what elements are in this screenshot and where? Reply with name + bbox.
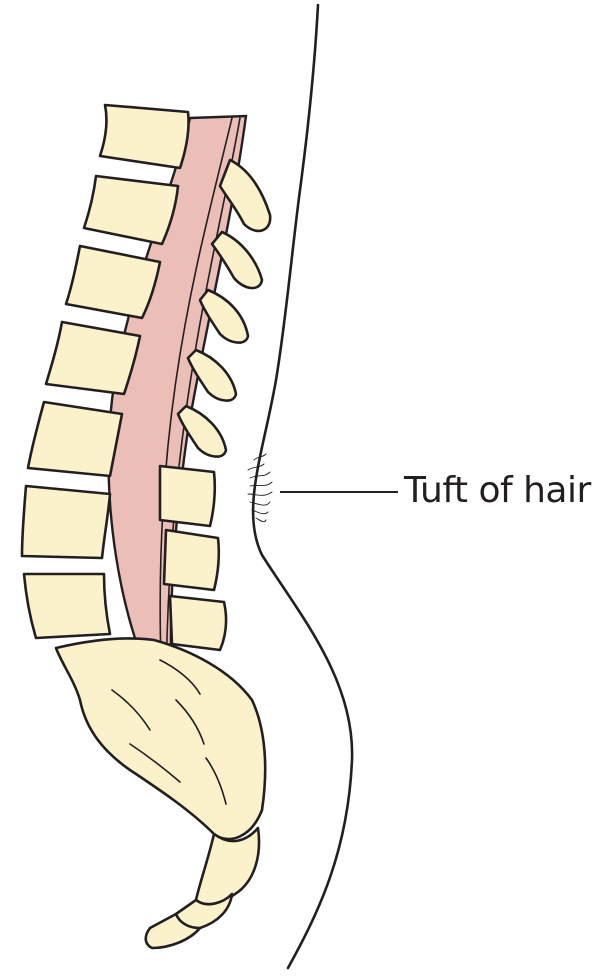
vertebra-7 [24,574,110,638]
back-skin-outline [253,5,352,968]
tuft-of-hair-label: Tuft of hair [404,470,591,511]
vertebra-1 [100,105,189,168]
vertebra-4 [46,322,140,394]
vertebra-2 [84,176,178,244]
vertebra-6 [22,486,110,558]
hair-tuft [248,454,272,522]
sacrum [56,638,265,839]
vertebra-5 [28,402,122,476]
coccyx [146,828,259,948]
